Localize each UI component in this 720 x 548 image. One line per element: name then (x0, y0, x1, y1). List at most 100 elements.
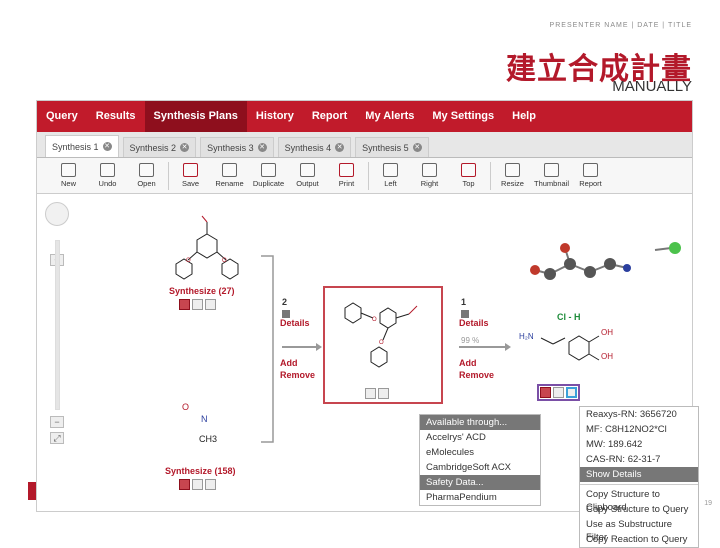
new-button[interactable]: New (49, 163, 88, 188)
rename-icon (222, 163, 237, 177)
intermediate-node[interactable]: O O (323, 286, 443, 404)
new-icon (61, 163, 76, 177)
duplicate-button[interactable]: Duplicate (249, 163, 288, 188)
slide-subtitle: MANUALLY (612, 78, 692, 95)
search-icon[interactable] (378, 388, 389, 399)
molecular-weight-info: MW: 189.642 (586, 439, 643, 450)
align-left-button[interactable]: Left (371, 163, 410, 188)
methyl-label: CH3 (199, 434, 218, 444)
node-actions-bottom (179, 479, 216, 490)
list-icon[interactable] (192, 299, 203, 310)
tab-label: Synthesis 1 (52, 141, 99, 152)
menu-item-cambridgesoft-acx[interactable]: CambridgeSoft ACX (426, 462, 512, 473)
search-icon[interactable] (566, 387, 577, 398)
tab-label: Synthesis 2 (129, 142, 177, 153)
yield-label: 99 % (461, 336, 480, 345)
arrow-right-icon (459, 343, 511, 351)
pan-control-icon[interactable] (45, 202, 69, 226)
report-button[interactable]: Report (571, 163, 610, 188)
tab-synthesis-1[interactable]: Synthesis 1✕ (45, 135, 119, 157)
svg-text:O: O (372, 317, 377, 323)
menu-query[interactable]: Query (46, 110, 78, 122)
step-count-left: 2 (282, 297, 288, 307)
output-button[interactable]: Output (288, 163, 327, 188)
close-icon[interactable]: ✕ (257, 143, 267, 152)
open-label: Open (137, 179, 156, 188)
list-icon[interactable] (553, 387, 564, 398)
remove-link-right[interactable]: Remove (459, 370, 495, 380)
align-right-icon (422, 163, 437, 177)
zoom-out-button[interactable]: − (50, 416, 64, 428)
menu-my-settings[interactable]: My Settings (432, 110, 495, 122)
add-link-right[interactable]: Add (459, 358, 477, 368)
tab-label: Synthesis 3 (207, 142, 254, 153)
menu-history[interactable]: History (255, 110, 294, 122)
menu-report[interactable]: Report (311, 110, 348, 122)
hydroxyl-label-bottom: OH (601, 352, 613, 361)
open-button[interactable]: Open (127, 163, 166, 188)
slide-accent-tab (28, 482, 38, 500)
node-actions-center (365, 388, 389, 399)
close-icon[interactable]: ✕ (412, 143, 422, 152)
synthesis-tabs: Synthesis 1✕ Synthesis 2✕ Synthesis 3✕ S… (37, 132, 692, 158)
open-icon (139, 163, 154, 177)
menu-my-alerts[interactable]: My Alerts (365, 110, 415, 122)
rename-button[interactable]: Rename (210, 163, 249, 188)
fit-view-icon[interactable]: ⤢ (50, 432, 64, 444)
details-link-left[interactable]: Details (280, 318, 310, 328)
menu-item-emolecules[interactable]: eMolecules (426, 447, 475, 458)
close-icon[interactable]: ✕ (180, 143, 190, 152)
tab-synthesis-4[interactable]: Synthesis 4✕ (277, 137, 352, 157)
search-icon[interactable] (205, 479, 216, 490)
menu-divider (580, 484, 698, 485)
dibenzyloxy-structure[interactable]: O O (162, 212, 252, 282)
menu-item-show-details[interactable]: Show Details (580, 467, 698, 482)
menu-item-copy-to-query[interactable]: Copy Structure to Query (586, 504, 689, 515)
flag-icon[interactable] (179, 299, 190, 310)
presenter-line: PRESENTER NAME | DATE | TITLE (549, 22, 692, 29)
resize-button[interactable]: Resize (493, 163, 532, 188)
close-icon[interactable]: ✕ (335, 143, 345, 152)
tab-synthesis-5[interactable]: Synthesis 5✕ (355, 137, 429, 157)
save-button[interactable]: Save (171, 163, 210, 188)
thumbnail-icon (544, 163, 559, 177)
menu-item-accelrys-acd[interactable]: Accelrys' ACD (426, 432, 486, 443)
toolbar-divider (490, 161, 491, 190)
collapse-icon[interactable] (282, 310, 290, 318)
menu-results[interactable]: Results (95, 110, 136, 122)
align-top-button[interactable]: Top (449, 163, 488, 188)
undo-button[interactable]: Undo (88, 163, 127, 188)
details-link-right[interactable]: Details (459, 318, 489, 328)
search-icon[interactable] (205, 299, 216, 310)
report-icon (583, 163, 598, 177)
synthesize-link-bottom[interactable]: Synthesize (158) (165, 466, 236, 476)
synthesize-link-top[interactable]: Synthesize (27) (169, 286, 235, 296)
undo-label: Undo (98, 179, 117, 188)
align-right-label: Right (420, 179, 439, 188)
menu-item-copy-to-clipboard[interactable]: Copy Structure to Clipboard (586, 489, 660, 513)
tab-synthesis-3[interactable]: Synthesis 3✕ (200, 137, 274, 157)
print-button[interactable]: Print (327, 163, 366, 188)
collapse-icon[interactable] (461, 310, 469, 318)
close-icon[interactable]: ✕ (102, 142, 112, 151)
report-label: Report (579, 179, 602, 188)
menu-synthesis-plans[interactable]: Synthesis Plans (144, 101, 247, 132)
remove-link-left[interactable]: Remove (280, 370, 316, 380)
flag-icon[interactable] (540, 387, 551, 398)
zoom-slider[interactable] (55, 240, 60, 410)
menu-item-substructure-filter[interactable]: Use as Substructure Filter (586, 519, 673, 543)
align-right-button[interactable]: Right (410, 163, 449, 188)
tab-synthesis-2[interactable]: Synthesis 2✕ (122, 137, 197, 157)
nitro-nitrogen-label: N (201, 414, 208, 424)
flag-icon[interactable] (179, 479, 190, 490)
menu-help[interactable]: Help (512, 110, 536, 122)
list-icon[interactable] (365, 388, 376, 399)
add-link-left[interactable]: Add (280, 358, 298, 368)
menu-item-pharmapendium[interactable]: PharmaPendium (426, 492, 497, 503)
menu-item-safety-data[interactable]: Safety Data... (420, 475, 540, 490)
molecule-3d-preview (530, 242, 681, 280)
slide-title: 建立合成計畫 (506, 52, 692, 87)
zoom-controls: + − ⤢ (45, 202, 71, 444)
list-icon[interactable] (192, 479, 203, 490)
thumbnail-button[interactable]: Thumbnail (532, 163, 571, 188)
